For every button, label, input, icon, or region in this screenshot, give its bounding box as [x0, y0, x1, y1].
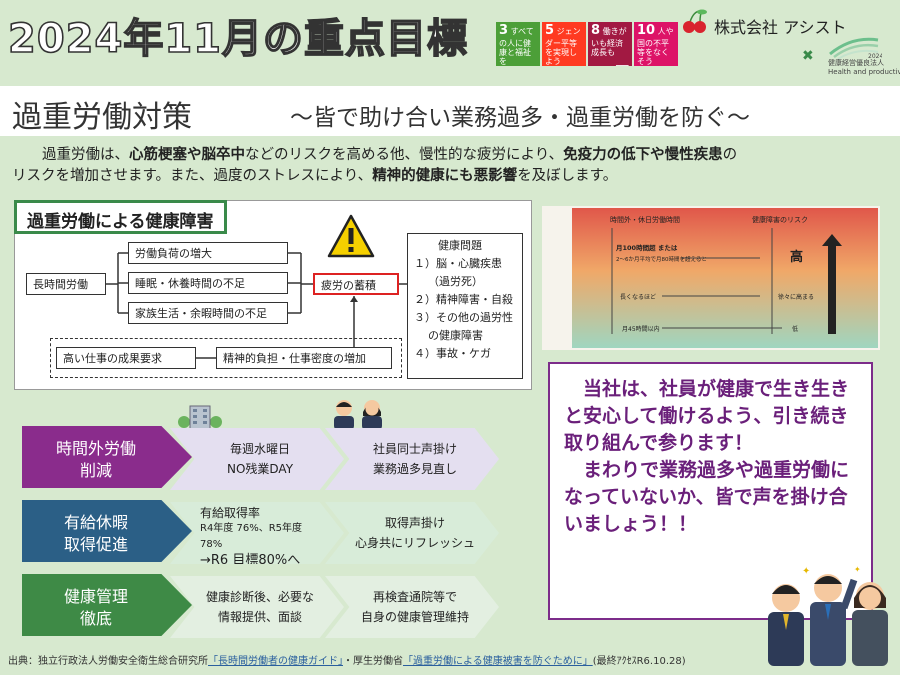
company-name: 株式会社 アシスト [714, 18, 847, 37]
source-link-guide[interactable]: 「長時間労働者の健康ガイド」 [208, 656, 343, 667]
mental-burden-box: 精神的負担・仕事密度の増加 [216, 347, 392, 369]
fatigue-box: 疲労の蓄積 [313, 273, 399, 295]
section-title: 過重労働対策 [12, 100, 192, 135]
svg-text:高: 高 [790, 249, 803, 265]
action-paid-leave-step-1: 有給取得率 R4年度 76%、R5年度 78% →R6 目標80%へ [170, 502, 344, 564]
action-health-mgmt-step-2: 再検査通院等で自身の健康管理維持 [325, 576, 499, 638]
svg-text:2～6か月平均で月80時間を超えると: 2～6か月平均で月80時間を超えると [616, 255, 707, 263]
workload-box: 労働負荷の増大 [128, 242, 288, 264]
action-health-mgmt-step-1: 健康診断後、必要な情報提供、面談 [170, 576, 344, 638]
sdg-5-badge: 5 ジェンダー平等を実現しよう ⚥ [542, 22, 586, 66]
action-paid-leave-label: 有給休暇取得促進 [22, 500, 192, 562]
svg-text:健康障害のリスク: 健康障害のリスク [752, 215, 808, 224]
growth-chart-icon: ▁▃▅ [591, 58, 629, 66]
coworkers-icon [334, 400, 382, 430]
long-hours-box: 長時間労働 [26, 273, 106, 295]
sdg-10-badge: 10 人や国の不平等をなくそう ⇔ [634, 22, 678, 66]
section-subtitle: ～皆で助け合い業務過多・過重労働を防ぐ～ [290, 105, 750, 131]
high-demand-box: 高い仕事の成果要求 [56, 347, 196, 369]
svg-text:時間外・休日労働時間: 時間外・休日労働時間 [610, 215, 680, 224]
kenko-keiei-label: 健康経営優良法人 Health and productivity [828, 59, 900, 76]
intro-paragraph: 過重労働は、心筋梗塞や脳卒中などのリスクを高める他、慢性的な疲労により、免疫力の… [12, 147, 738, 184]
svg-text:月100時間超 または: 月100時間超 または [615, 243, 678, 252]
health-problems-box: 健康問題 １）脳・心臓疾患 （過労死） ２）精神障害・自殺 ３）その他の過労性 … [407, 233, 523, 379]
sdg-8-badge: 8 働きがいも経済成長も ▁▃▅ [588, 22, 632, 66]
cheering-employees-illustration: ✦ ✦ [768, 565, 888, 666]
action-health-mgmt-label: 健康管理徹底 [22, 574, 192, 636]
page-title: 2024年11月の重点目標 [7, 15, 468, 63]
svg-text:低: 低 [792, 325, 798, 333]
diagram-title: 過重労働による健康障害 [14, 200, 227, 234]
svg-text:月45時間以内: 月45時間以内 [622, 325, 660, 333]
sdg-3-badge: 3 すべての人に健康と福祉を 〰 [496, 22, 540, 66]
source-link-mhlw[interactable]: 「過重労働による健康被害を防ぐために」 [403, 656, 593, 667]
action-overtime-label: 時間外労働削減 [22, 426, 192, 488]
cherry-logo-icon [683, 9, 707, 33]
svg-text:長くなるほど: 長くなるほど [620, 293, 656, 301]
sleep-box: 睡眠・休養時間の不足 [128, 272, 288, 294]
svg-text:徐々に高まる: 徐々に高まる [778, 293, 814, 301]
cross-icon: ✖ [802, 48, 814, 64]
dashed-group [50, 338, 402, 378]
risk-chart: 時間外・休日労働時間 健康障害のリスク 月100時間超 または 2～6か月平均で… [542, 206, 880, 350]
svg-text:✦: ✦ [854, 565, 861, 574]
office-building-icon [178, 405, 222, 432]
warning-icon [327, 214, 375, 258]
source-footer: 出典：独立行政法人労働安全衛生総合研究所「長時間労働者の健康ガイド」・厚生労働省… [8, 656, 686, 667]
svg-text:✦: ✦ [802, 566, 810, 577]
subtitle-band [0, 86, 900, 136]
kenko-keiei-logo-icon: 2024 [829, 37, 882, 60]
message-box: 当社は、社員が健康で生き生きと安心して働けるよう、引き続き取り組んで参ります！ … [548, 362, 873, 620]
svg-text:2024: 2024 [868, 53, 882, 60]
family-time-box: 家族生活・余暇時間の不足 [128, 302, 288, 324]
action-paid-leave-step-2: 取得声掛け心身共にリフレッシュ [325, 502, 499, 564]
action-overtime-step-2: 社員同士声掛け業務過多見直し [325, 428, 499, 490]
